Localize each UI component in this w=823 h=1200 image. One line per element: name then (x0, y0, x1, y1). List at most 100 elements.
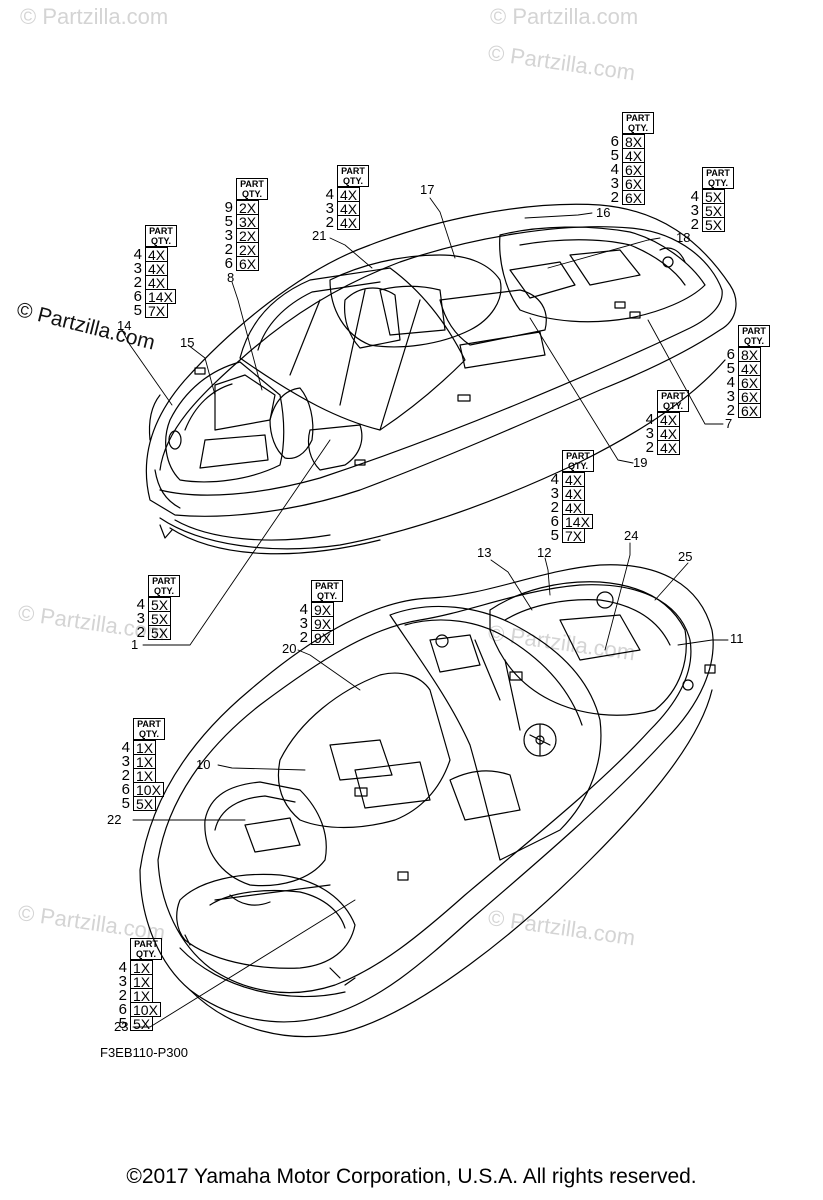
qty-header-label: PART (626, 113, 650, 123)
part-number: 2 (690, 216, 699, 233)
part-qty: 7X (145, 303, 169, 318)
part-qty: 5X (148, 597, 172, 612)
top-boat-drawing (145, 203, 737, 555)
qty-header-label: PART (661, 391, 685, 401)
part-number: 2 (121, 767, 130, 784)
part-number: 2 (610, 189, 619, 206)
part-number: 4 (645, 411, 654, 428)
callout-15: 15 (180, 335, 195, 350)
part-qty: 4X (337, 201, 361, 216)
part-qty: 5X (130, 1016, 154, 1031)
qty-header-label: QTY. (138, 729, 159, 739)
callout-8: 8 (227, 270, 235, 285)
part-number: 4 (136, 596, 145, 613)
part-qty: 5X (702, 217, 726, 232)
part-number: 2 (325, 214, 334, 231)
part-qty: 1X (130, 974, 154, 989)
part-qty: 4X (738, 361, 762, 376)
part-qty: 1X (133, 754, 157, 769)
watermark: © Partzilla.com (490, 4, 639, 29)
part-number: 6 (550, 513, 559, 530)
callout-19: 19 (633, 455, 648, 470)
part-qty: 5X (702, 189, 726, 204)
part-qty: 1X (133, 768, 157, 783)
part-qty: 4X (337, 215, 361, 230)
part-number: 4 (121, 739, 130, 756)
qty-header-label: QTY. (150, 236, 171, 246)
part-number: 9 (224, 199, 233, 216)
part-qty: 9X (311, 630, 335, 645)
part-number: 4 (726, 374, 735, 391)
part-qty: 10X (133, 782, 164, 797)
part-qty: 2X (236, 228, 260, 243)
callout-11: 11 (730, 631, 744, 646)
part-qty: 5X (133, 796, 157, 811)
qty-header-label: QTY. (662, 401, 683, 411)
qty-header-label: QTY. (316, 591, 337, 601)
callout-21: 21 (312, 228, 327, 243)
qty-header-label: PART (706, 168, 730, 178)
part-number: 4 (610, 161, 619, 178)
part-qty: 1X (130, 988, 154, 1003)
part-number: 3 (118, 973, 127, 990)
part-qty: 5X (148, 611, 172, 626)
bottom-boat-drawing (139, 564, 716, 1038)
leader-lines (121, 197, 729, 1028)
part-qty: 6X (622, 190, 646, 205)
part-qty: 10X (130, 1002, 161, 1017)
part-number: 6 (224, 255, 233, 272)
callout-1: 1 (131, 637, 139, 652)
part-number: 4 (118, 959, 127, 976)
callout-7: 7 (725, 416, 733, 431)
qty-header-label: QTY. (135, 949, 156, 959)
part-qty: 2X (236, 242, 260, 257)
part-number: 2 (118, 987, 127, 1004)
diagram-code: F3EB110-P300 (100, 1045, 188, 1060)
part-qty: 6X (622, 162, 646, 177)
part-qty: 14X (145, 289, 176, 304)
part-number: 2 (224, 241, 233, 258)
part-number: 4 (133, 246, 142, 263)
qty-header-label: QTY. (567, 461, 588, 471)
qty-header-label: QTY. (153, 586, 174, 596)
part-qty: 6X (236, 256, 260, 271)
part-number: 2 (645, 439, 654, 456)
callout-13: 13 (477, 545, 492, 560)
callout-16: 16 (596, 205, 611, 220)
part-number: 5 (550, 527, 559, 544)
part-number: 5 (726, 360, 735, 377)
part-qty: 8X (622, 134, 646, 149)
part-qty: 2X (236, 200, 260, 215)
qty-header-label: PART (341, 166, 365, 176)
qty-header-label: PART (315, 581, 339, 591)
part-qty: 6X (738, 375, 762, 390)
part-qty: 4X (657, 426, 681, 441)
callout-17: 17 (420, 182, 435, 197)
